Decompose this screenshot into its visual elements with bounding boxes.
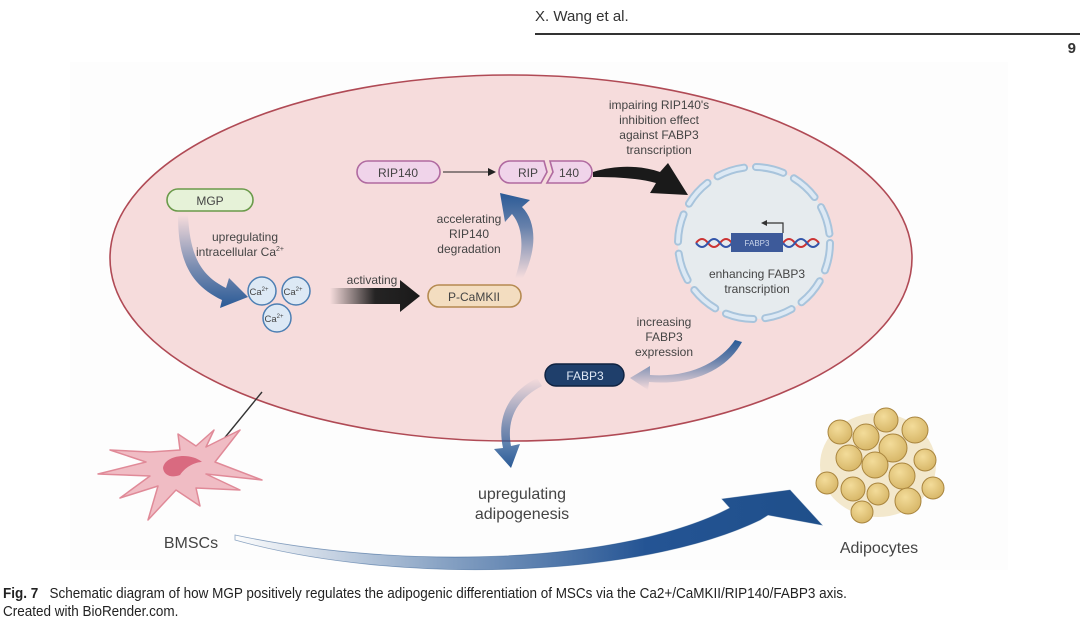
mgp-to-ca-arrow xyxy=(178,215,248,308)
header-rule xyxy=(535,33,1080,35)
pcamkii-node xyxy=(427,284,522,308)
adipocyte xyxy=(921,476,945,500)
upregulating-ca-line2: intracellular Ca2+ xyxy=(196,245,284,259)
fabp3-protein-label: FABP3 xyxy=(566,369,604,383)
calcium-ion: Ca2+ xyxy=(281,276,311,306)
adipocyte xyxy=(827,419,853,445)
adipocyte xyxy=(866,482,890,506)
transcription-start-arrow-icon xyxy=(765,222,784,233)
adipocyte xyxy=(861,451,889,479)
cell-ellipse xyxy=(109,74,913,442)
adipocyte xyxy=(873,407,899,433)
transcription-start-arrowhead xyxy=(761,220,767,226)
mgp-label: MGP xyxy=(196,194,223,208)
adipocyte xyxy=(901,416,929,444)
enhancing-line1: enhancing FABP3 xyxy=(709,267,805,281)
adipogenesis-line1: upregulating xyxy=(478,486,566,503)
enhancing-line2: transcription xyxy=(724,282,789,296)
adipocyte xyxy=(850,500,874,524)
svg-text:Ca2+: Ca2+ xyxy=(284,287,303,298)
adipocyte xyxy=(894,487,922,515)
adipocyte-label: Adipocytes xyxy=(840,540,918,557)
caption-text: Schematic diagram of how MGP positively … xyxy=(49,586,847,602)
accelerating-line2: RIP140 xyxy=(449,227,489,241)
impairing-line3: against FABP3 xyxy=(619,128,699,142)
adipogenesis-line2: adipogenesis xyxy=(475,506,569,523)
fabp3-gene-label: FABP3 xyxy=(745,239,770,248)
increasing-line3: expression xyxy=(635,345,693,359)
adipocytes-icon xyxy=(815,407,945,524)
pcamkii-label: P-CaMKII xyxy=(448,290,500,304)
bmsc-label: BMSCs xyxy=(164,535,218,552)
adipocyte xyxy=(913,448,937,472)
adipocyte xyxy=(878,433,908,463)
increasing-line2: FABP3 xyxy=(645,330,683,344)
svg-text:Ca2+: Ca2+ xyxy=(250,287,269,298)
accelerating-line1: accelerating xyxy=(437,212,502,226)
svg-text:140: 140 xyxy=(559,166,579,180)
accelerating-line3: degradation xyxy=(437,242,500,256)
fabp3-gene-box xyxy=(731,233,783,252)
running-header-author: X. Wang et al. xyxy=(535,8,629,25)
dna-helix-icon xyxy=(695,238,820,248)
figure-caption: Fig. 7 Schematic diagram of how MGP posi… xyxy=(3,585,1003,621)
impairing-line4: transcription xyxy=(626,143,691,157)
nucleus-to-fabp3-arrow xyxy=(630,340,742,390)
rip140-thin-arrowhead xyxy=(488,168,496,176)
mgp-node xyxy=(166,188,254,212)
caption-credit: Created with BioRender.com. xyxy=(3,604,179,620)
adipocyte xyxy=(840,476,866,502)
fabp3-to-adipogenesis-arrow xyxy=(494,378,542,468)
bmsc-cell-icon xyxy=(97,429,263,521)
svg-text:RIP: RIP xyxy=(518,166,538,180)
fabp3-protein-node xyxy=(544,363,625,387)
rip140-label: RIP140 xyxy=(378,166,418,180)
camkii-to-rip140-arrow xyxy=(500,193,534,278)
increasing-line1: increasing xyxy=(637,315,692,329)
svg-text:Ca2+: Ca2+ xyxy=(265,314,284,325)
rip140-to-nucleus-arrow xyxy=(593,163,688,195)
page-number: 9 xyxy=(1067,40,1076,57)
rip140-node xyxy=(356,160,441,184)
differentiation-arrow xyxy=(234,489,824,571)
activating-arrow xyxy=(330,280,420,312)
impairing-line2: inhibition effect xyxy=(619,113,700,127)
upregulating-ca-line1: upregulating xyxy=(212,230,278,244)
adipocyte xyxy=(888,462,916,490)
degraded-rip140-node: RIP 140 xyxy=(498,160,593,184)
calcium-ion: Ca2+ xyxy=(247,276,277,306)
caption-label: Fig. 7 xyxy=(3,586,39,602)
activating-label: activating xyxy=(347,273,398,287)
calcium-ion: Ca2+ xyxy=(262,303,292,333)
adipocyte xyxy=(815,471,839,495)
impairing-line1: impairing RIP140's xyxy=(609,98,709,112)
adipocyte xyxy=(852,423,880,451)
adipocyte xyxy=(835,444,863,472)
